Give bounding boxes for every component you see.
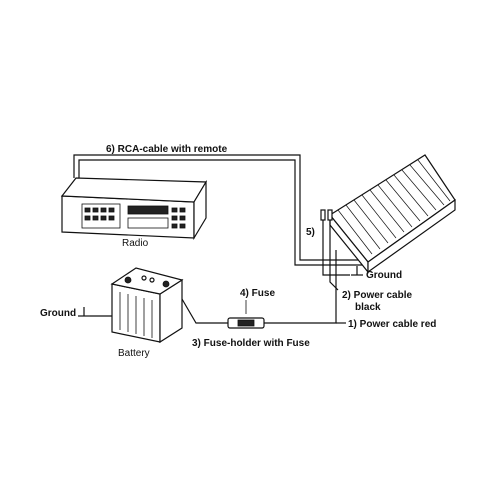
battery-ground-wire	[78, 307, 112, 317]
battery-label: Battery	[118, 348, 150, 359]
rca-plugs-label: 5)	[306, 227, 315, 238]
fuse-holder-label: 3) Fuse-holder with Fuse	[192, 338, 310, 349]
battery-ground-label: Ground	[40, 308, 76, 319]
amplifier-ground-label: Ground	[366, 270, 402, 281]
power-cable-red-label: 1) Power cable red	[348, 319, 436, 330]
radio-buttons	[84, 207, 186, 229]
power-cable-black	[329, 240, 339, 291]
radio-label: Radio	[122, 238, 149, 249]
power-cable-black-label-2: black	[355, 302, 381, 313]
fuse-label: 4) Fuse	[240, 288, 275, 299]
amplifier-heatsink-fins	[337, 159, 451, 255]
rca-cable-label: 6) RCA-cable with remote	[106, 144, 228, 155]
amplifier-ground-wire	[322, 240, 363, 276]
power-cable-black-label: 2) Power cable	[342, 290, 412, 301]
battery	[110, 267, 184, 344]
fuse-holder	[181, 298, 265, 329]
power-cable-red	[264, 250, 346, 324]
radio-unit	[60, 177, 208, 241]
rca-plugs	[320, 209, 333, 240]
amplifier	[329, 154, 456, 274]
